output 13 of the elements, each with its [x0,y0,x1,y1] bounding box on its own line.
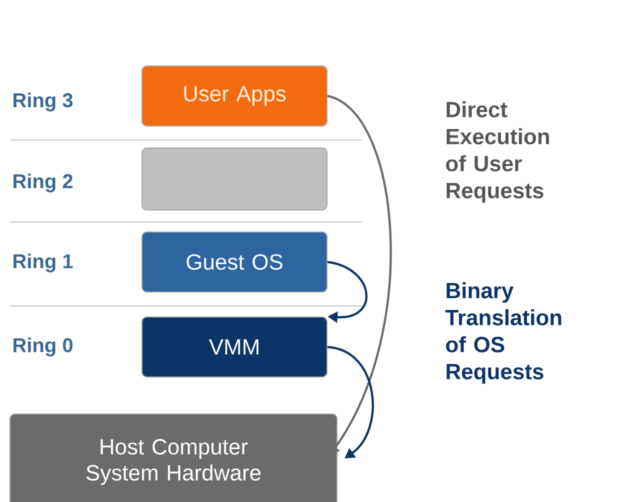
ring-label: Ring 2 [14,174,72,192]
ring-label: Ring 1 [14,254,73,272]
hardware-box: Host Computer System Hardware [10,414,338,502]
side-note: Binary Translation of OS Requests [445,282,562,384]
process-box: Guest OS [142,232,328,292]
process-box: VMM [142,316,328,378]
arrow [327,346,374,458]
ring-label: Ring 3 [14,92,73,112]
arrow [327,260,368,323]
process-box: User Apps [142,66,328,126]
side-note: Direct Execution of User Requests [446,101,549,203]
empty-box [142,148,328,210]
ring-label: Ring 0 [14,338,72,356]
